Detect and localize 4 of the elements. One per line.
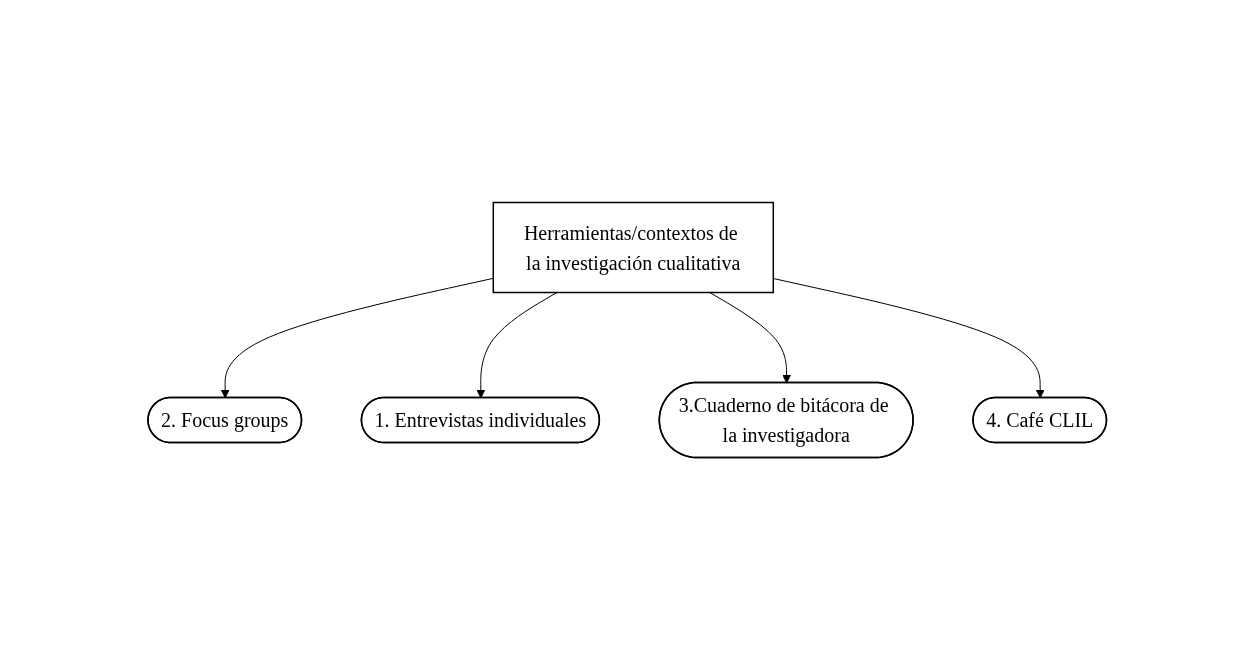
arrow [476,292,558,399]
node-box: Herramientas/contextos de la investigación cualitativa [492,201,774,294]
arrow [220,277,494,399]
arrow [709,292,791,384]
